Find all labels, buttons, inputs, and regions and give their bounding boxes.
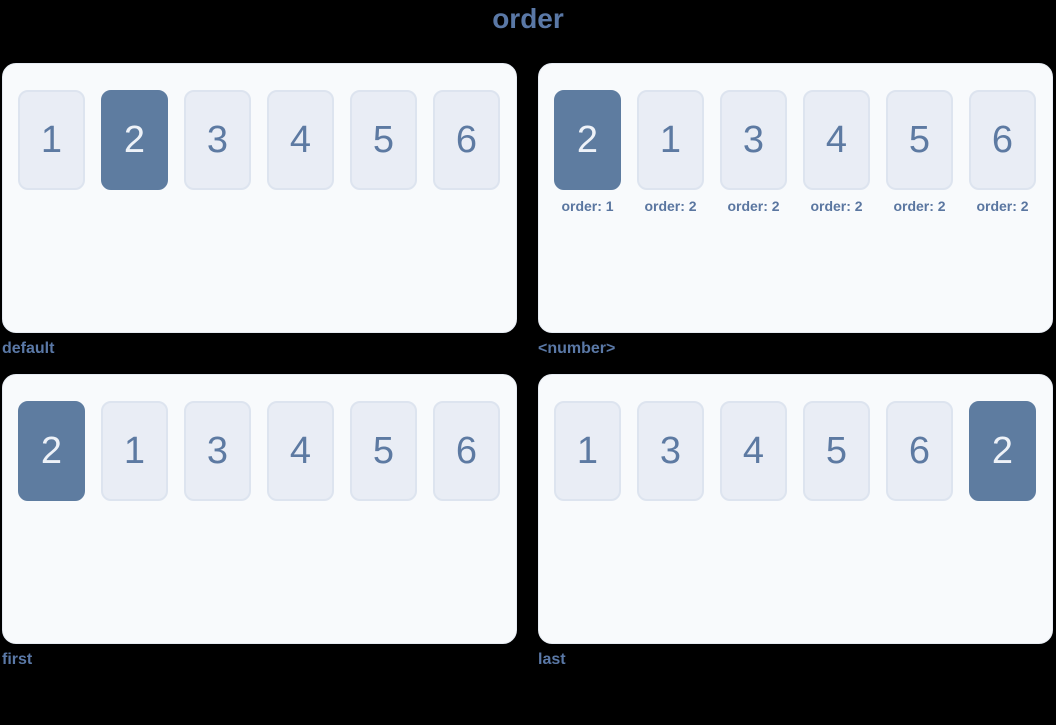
order-caption: order: 1 — [561, 198, 614, 214]
panel-label-first: first — [2, 651, 33, 668]
order-caption: order: 2 — [810, 198, 863, 214]
item-box-active: 2 — [18, 401, 85, 501]
item-box: 4 — [803, 90, 870, 190]
order-caption: order: 2 — [727, 198, 780, 214]
flex-item: 3 — [637, 401, 704, 501]
item-box: 5 — [886, 90, 953, 190]
item-box: 6 — [433, 401, 500, 501]
flex-item: 6 — [886, 401, 953, 501]
item-box: 1 — [18, 90, 85, 190]
flex-item: 4 — [267, 401, 334, 501]
item-box-active: 2 — [554, 90, 621, 190]
flex-item: 6 order: 2 — [969, 90, 1036, 214]
item-box: 1 — [637, 90, 704, 190]
item-box: 5 — [350, 90, 417, 190]
flex-item: 1 — [18, 90, 85, 190]
flex-item: 5 — [803, 401, 870, 501]
flex-item: 1 order: 2 — [637, 90, 704, 214]
order-caption: order: 2 — [893, 198, 946, 214]
flex-item: 2 — [969, 401, 1036, 501]
item-box: 6 — [886, 401, 953, 501]
flex-item: 1 — [554, 401, 621, 501]
item-box-active: 2 — [969, 401, 1036, 501]
item-box: 6 — [433, 90, 500, 190]
item-box: 4 — [267, 90, 334, 190]
panel-label-default: default — [2, 340, 55, 357]
flex-item: 2 — [101, 90, 168, 190]
item-box: 3 — [184, 90, 251, 190]
flex-item: 2 order: 1 — [554, 90, 621, 214]
item-box: 6 — [969, 90, 1036, 190]
flex-item: 2 — [18, 401, 85, 501]
item-box: 4 — [720, 401, 787, 501]
flex-item: 3 — [184, 401, 251, 501]
flex-item: 6 — [433, 401, 500, 501]
flex-item: 3 — [184, 90, 251, 190]
flex-item: 5 — [350, 90, 417, 190]
item-box-active: 2 — [101, 90, 168, 190]
order-caption: order: 2 — [644, 198, 697, 214]
item-box: 4 — [267, 401, 334, 501]
flex-item: 5 order: 2 — [886, 90, 953, 214]
flex-item: 3 order: 2 — [720, 90, 787, 214]
item-box: 1 — [554, 401, 621, 501]
flex-item: 4 — [267, 90, 334, 190]
item-box: 5 — [350, 401, 417, 501]
panel-cell: 2 order: 1 1 order: 2 3 order: 2 4 order: 2 5 ord… — [538, 63, 1053, 358]
item-box: 1 — [101, 401, 168, 501]
order-caption: order: 2 — [976, 198, 1029, 214]
item-box: 3 — [184, 401, 251, 501]
page-title: order — [492, 3, 564, 34]
flex-item: 1 — [101, 401, 168, 501]
item-box: 3 — [720, 90, 787, 190]
item-box: 3 — [637, 401, 704, 501]
panel-number: 2 order: 1 1 order: 2 3 order: 2 4 order: 2 5 ord… — [538, 63, 1053, 333]
flex-item: 5 — [350, 401, 417, 501]
flex-item: 6 — [433, 90, 500, 190]
flex-item: 4 — [720, 401, 787, 501]
panel-label-last: last — [538, 651, 566, 668]
item-box: 5 — [803, 401, 870, 501]
panel-label-number: <number> — [538, 340, 616, 357]
flex-item: 4 order: 2 — [803, 90, 870, 214]
